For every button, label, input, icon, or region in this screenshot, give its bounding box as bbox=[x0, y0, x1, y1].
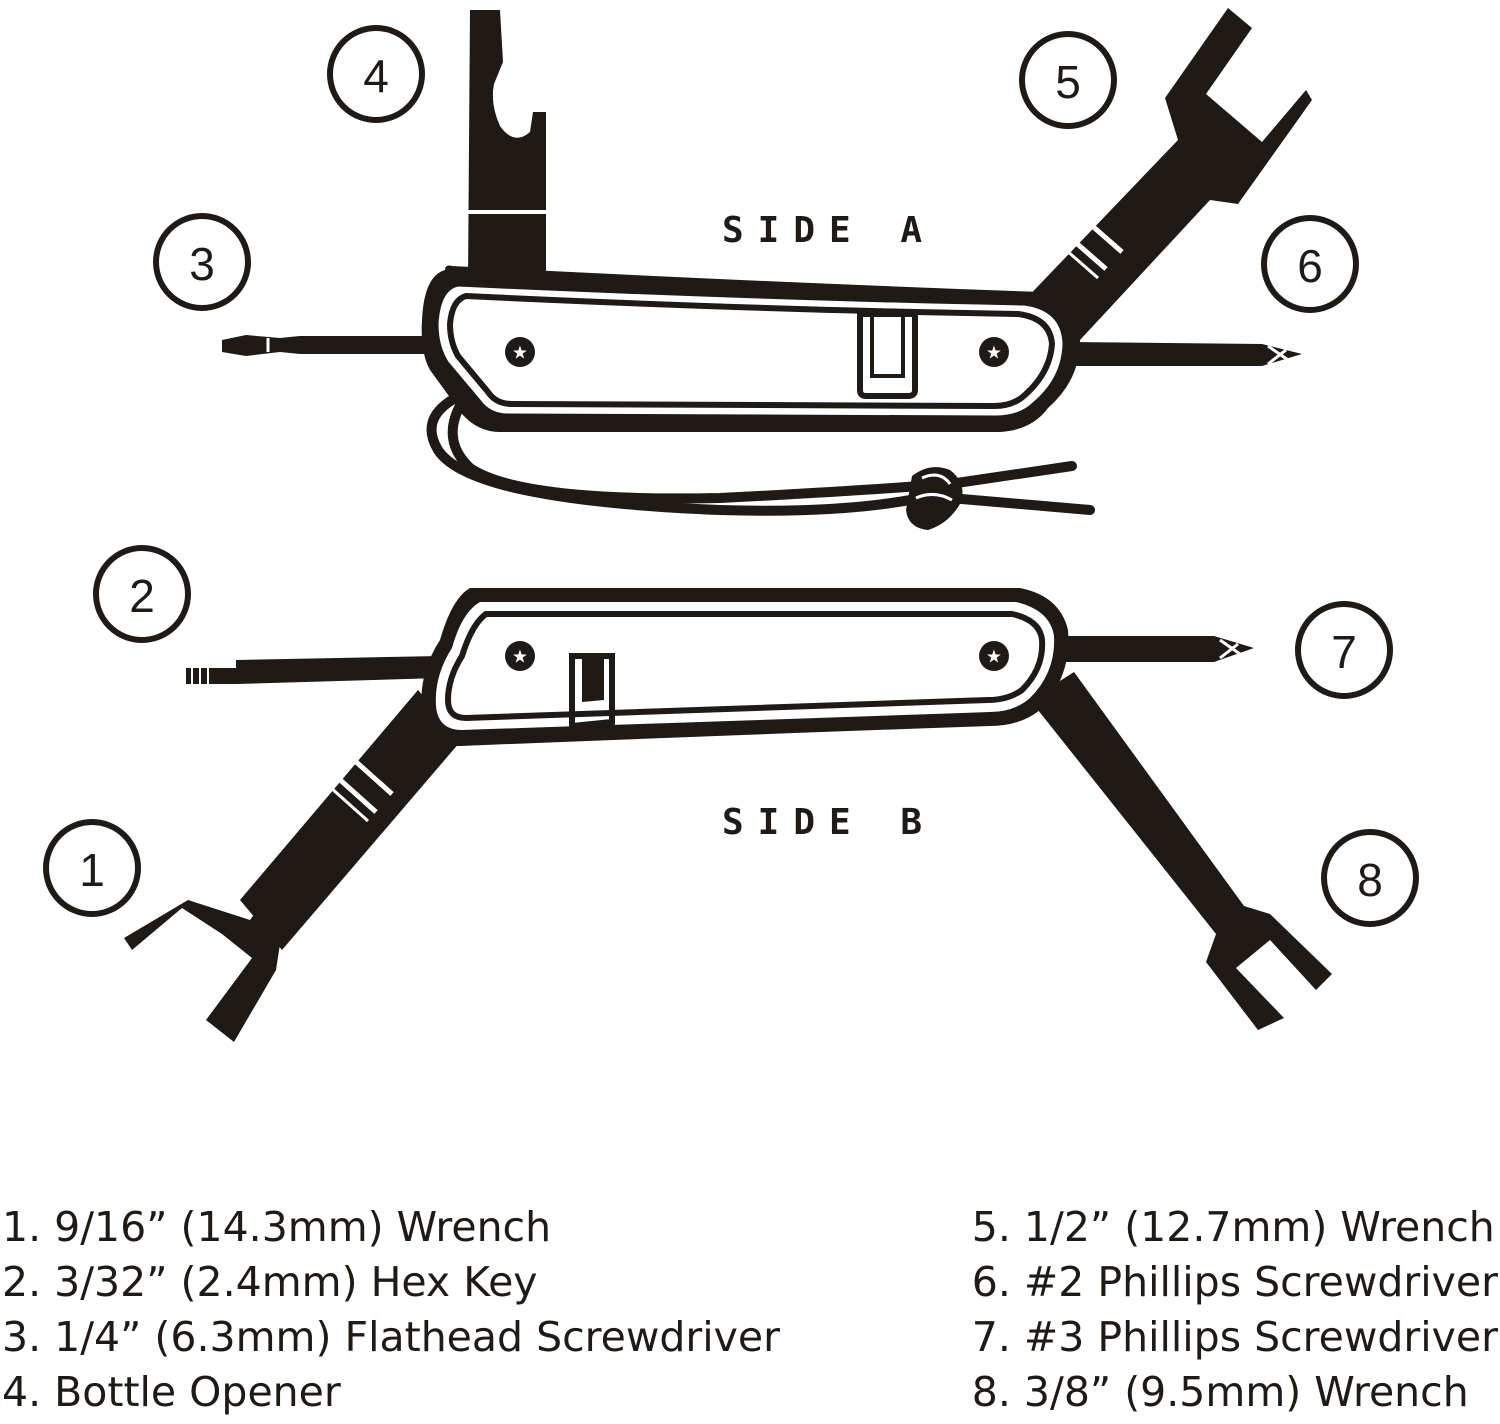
callout-circle-8 bbox=[1321, 829, 1419, 927]
callout-number-4: 4 bbox=[363, 50, 389, 102]
lanyard-knot bbox=[906, 467, 963, 530]
svg-text:★: ★ bbox=[986, 647, 1002, 668]
callout-number-1: 1 bbox=[79, 844, 105, 896]
side-a-label: SIDE A bbox=[722, 210, 936, 251]
callout-number-6: 6 bbox=[1297, 240, 1323, 292]
tool-wrench-3-8 bbox=[1030, 672, 1332, 1030]
body-side-b: ★ ★ bbox=[421, 588, 1069, 746]
tool-phillips-3-screwdriver bbox=[1060, 636, 1254, 662]
svg-text:★: ★ bbox=[986, 343, 1002, 364]
legend-item-3: 3. 1/4” (6.3mm) Flathead Screwdriver bbox=[2, 1313, 780, 1361]
legend-item-7: 7. #3 Phillips Screwdriver bbox=[971, 1313, 1498, 1361]
callout-circle-5 bbox=[1019, 31, 1117, 129]
callout-number-8: 8 bbox=[1357, 854, 1383, 906]
callout-circle-1 bbox=[43, 819, 141, 917]
tool-wrench-half-inch bbox=[1020, 8, 1312, 340]
svg-text:★: ★ bbox=[512, 647, 528, 668]
callout-circle-6 bbox=[1261, 215, 1359, 313]
lanyard-cord bbox=[426, 395, 1095, 516]
tool-wrench-9-16 bbox=[124, 690, 460, 1042]
callout-circle-7 bbox=[1295, 601, 1393, 699]
callout-number-2: 2 bbox=[129, 570, 155, 622]
side-b-label: SIDE B bbox=[722, 802, 936, 843]
legend-item-1: 1. 9/16” (14.3mm) Wrench bbox=[2, 1203, 552, 1251]
legend-item-4: 4. Bottle Opener bbox=[2, 1368, 341, 1416]
tool-bottle-opener bbox=[468, 10, 546, 280]
tool-flathead-screwdriver bbox=[222, 335, 440, 356]
legend-item-2: 2. 3/32” (2.4mm) Hex Key bbox=[2, 1258, 538, 1306]
callout-circle-3 bbox=[153, 213, 251, 311]
callout-number-3: 3 bbox=[189, 238, 215, 290]
legend-column-right: 5. 1/2” (12.7mm) Wrench 6. #2 Phillips S… bbox=[972, 1200, 1500, 1420]
callout-circle-4 bbox=[327, 25, 425, 123]
callout-circle-2 bbox=[93, 545, 191, 643]
tool-phillips-2-screwdriver bbox=[1070, 342, 1302, 366]
legend-item-6: 6. #2 Phillips Screwdriver bbox=[971, 1258, 1498, 1306]
body-side-a: ★ ★ bbox=[421, 265, 1081, 432]
multitool-diagram: ★ ★ bbox=[43, 8, 1419, 1042]
tool-hex-key bbox=[186, 656, 440, 684]
callout-number-5: 5 bbox=[1055, 56, 1081, 108]
callout-number-7: 7 bbox=[1331, 626, 1357, 678]
svg-text:★: ★ bbox=[512, 343, 528, 364]
legend-item-5: 5. 1/2” (12.7mm) Wrench bbox=[971, 1203, 1495, 1251]
legend-column-left: 1. 9/16” (14.3mm) Wrench 2. 3/32” (2.4mm… bbox=[0, 1200, 780, 1420]
legend-item-8: 8. 3/8” (9.5mm) Wrench bbox=[971, 1368, 1469, 1416]
tool-legend: 1. 9/16” (14.3mm) Wrench 2. 3/32” (2.4mm… bbox=[0, 1200, 1500, 1420]
